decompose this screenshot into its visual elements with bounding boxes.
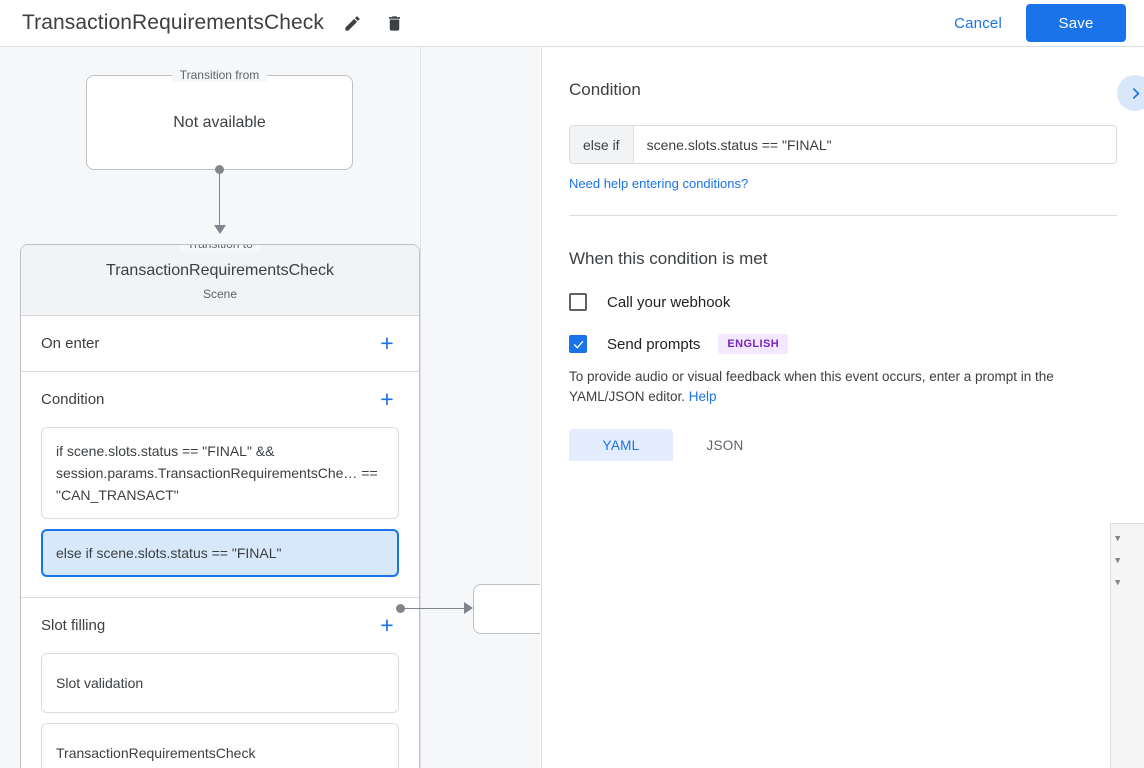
condition-help-link[interactable]: Need help entering conditions? (569, 176, 749, 191)
transition-to-legend: Transition to (179, 245, 261, 251)
panel-divider (569, 215, 1117, 216)
editor-gutter: ▼1 ▼2 ▼3 4 5 (1111, 524, 1144, 768)
panel-when-met-section: When this condition is met Call your web… (542, 216, 1144, 461)
section-slot-filling: Slot filling + Slot validation Transacti… (21, 598, 419, 768)
flow-canvas[interactable]: Transition from Not available Transition… (0, 47, 540, 768)
transition-to-subtitle: Scene (202, 287, 238, 301)
section-body-condition: if scene.slots.status == "FINAL" && sess… (41, 427, 399, 597)
prompts-hint-body: To provide audio or visual feedback when… (569, 369, 1054, 404)
transition-from-legend: Transition from (171, 68, 268, 82)
check-icon (573, 340, 583, 349)
trash-icon[interactable] (380, 9, 408, 37)
section-header-slot-filling: Slot filling + (41, 598, 399, 653)
send-prompts-checkbox[interactable] (569, 335, 587, 353)
gutter-line[interactable]: ▼3 (1111, 572, 1144, 594)
top-bar: TransactionRequirementsCheck Cancel Save (0, 0, 1144, 47)
gutter-line[interactable]: ▼1 (1111, 528, 1144, 550)
canvas-divider (420, 47, 421, 768)
connector-dot-right (396, 604, 405, 613)
call-webhook-checkbox[interactable] (569, 293, 587, 311)
section-header-on-enter: On enter + (41, 316, 399, 371)
line-number: 4 (1111, 598, 1144, 613)
editor-format-tabs: YAML JSON (569, 429, 1117, 461)
condition-item[interactable]: if scene.slots.status == "FINAL" && sess… (41, 427, 399, 519)
connector-arrow-down (213, 225, 226, 234)
transition-to-card[interactable]: Transition to TransactionRequirementsChe… (20, 244, 420, 768)
prompts-hint-text: To provide audio or visual feedback when… (569, 367, 1117, 407)
chevron-right-icon[interactable] (1117, 75, 1144, 111)
add-on-enter-button[interactable]: + (380, 330, 394, 356)
section-condition: Condition + if scene.slots.status == "FI… (21, 372, 419, 598)
prompts-help-link[interactable]: Help (688, 389, 717, 404)
tab-yaml[interactable]: YAML (569, 429, 673, 461)
condition-item-selected[interactable]: else if scene.slots.status == "FINAL" (41, 529, 399, 577)
send-prompts-checkbox-row[interactable]: Send prompts ENGLISH (569, 334, 1117, 354)
connector-arrow-right (464, 602, 473, 614)
condition-prefix-label: else if (570, 126, 634, 163)
transition-to-title: TransactionRequirementsCheck (106, 262, 334, 279)
condition-input-row[interactable]: else if scene.slots.status == "FINAL" (569, 125, 1117, 164)
cancel-button[interactable]: Cancel (944, 7, 1012, 40)
add-slot-filling-button[interactable]: + (380, 612, 394, 638)
webhook-checkbox-row[interactable]: Call your webhook (569, 293, 1117, 311)
panel-condition-section: Condition else if scene.slots.status == … (542, 47, 1144, 216)
fold-triangle-icon[interactable]: ▼ (1115, 577, 1121, 588)
panel-condition-heading: Condition (569, 80, 641, 99)
pencil-icon[interactable] (338, 9, 366, 37)
section-title-slot-filling: Slot filling (41, 617, 106, 634)
fold-triangle-icon[interactable]: ▼ (1115, 533, 1121, 544)
section-header-condition: Condition + (41, 372, 399, 427)
connector-line-vertical (218, 169, 221, 227)
call-webhook-label: Call your webhook (607, 293, 731, 311)
yaml-editor[interactable]: ▼1 ▼2 ▼3 4 5 candidates: - first_simple:… (1110, 523, 1144, 768)
section-title-condition: Condition (41, 391, 105, 408)
target-node-card[interactable] (473, 584, 540, 634)
slot-filling-item[interactable]: TransactionRequirementsCheck (41, 723, 399, 768)
pencil-icon-glyph (344, 15, 360, 31)
section-on-enter: On enter + (21, 316, 419, 372)
details-panel: Condition else if scene.slots.status == … (541, 47, 1144, 768)
transition-to-header: TransactionRequirementsCheck Scene (21, 245, 419, 316)
transition-from-body: Not available (173, 113, 266, 131)
fold-triangle-icon[interactable]: ▼ (1115, 555, 1121, 566)
page-title: TransactionRequirementsCheck (22, 11, 324, 34)
gutter-line[interactable]: 5 (1111, 616, 1144, 638)
transition-from-card[interactable]: Transition from Not available (86, 68, 353, 170)
gutter-line[interactable]: 4 (1111, 594, 1144, 616)
send-prompts-label: Send prompts (607, 335, 701, 353)
section-title-on-enter: On enter (41, 335, 100, 352)
language-badge: ENGLISH (718, 334, 789, 354)
save-button[interactable]: Save (1026, 4, 1126, 42)
slot-filling-item[interactable]: Slot validation (41, 653, 399, 713)
gutter-line[interactable]: ▼2 (1111, 550, 1144, 572)
add-condition-button[interactable]: + (380, 386, 394, 412)
condition-expression-input[interactable]: scene.slots.status == "FINAL" (633, 126, 1116, 163)
trash-icon-glyph (388, 15, 400, 31)
connector-line-horizontal (404, 607, 466, 609)
chevron-right-icon-glyph (1132, 87, 1140, 99)
panel-when-met-heading: When this condition is met (569, 249, 768, 268)
tab-json[interactable]: JSON (706, 437, 744, 453)
line-number: 5 (1111, 620, 1144, 635)
section-body-slot-filling: Slot validation TransactionRequirementsC… (41, 653, 399, 768)
